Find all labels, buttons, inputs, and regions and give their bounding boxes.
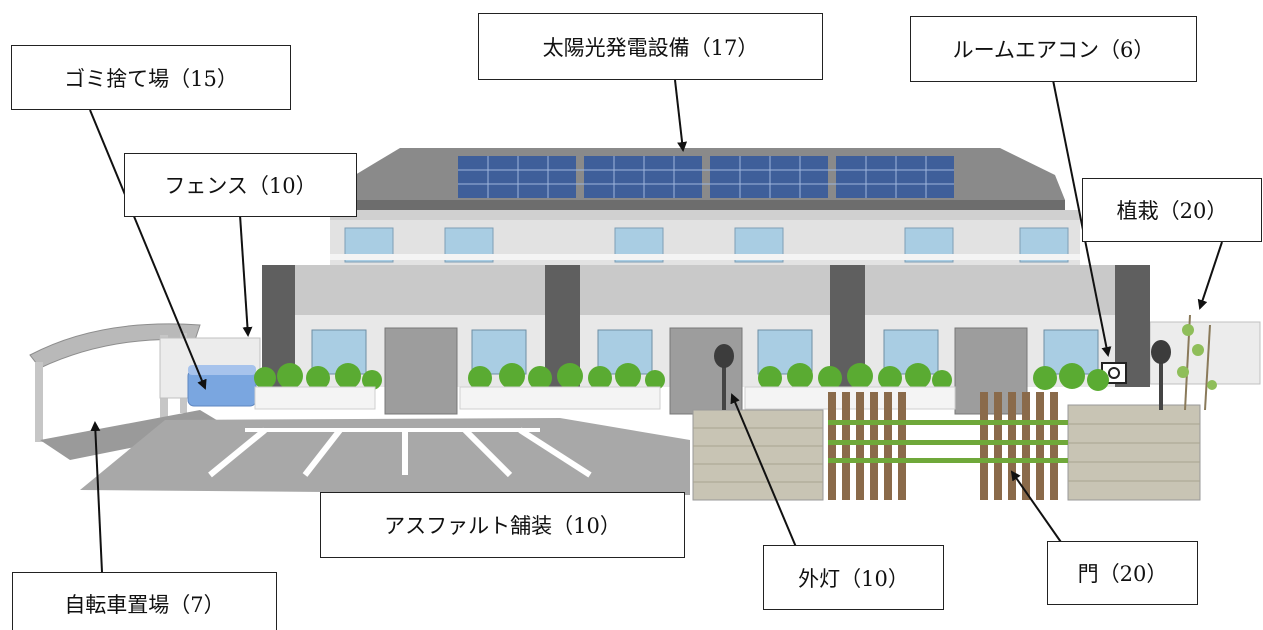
planting-tree [1177,314,1217,411]
second-floor [330,210,1080,268]
garbage-station [187,365,257,407]
label-fence: フェンス（10） [124,153,357,217]
label-garbage: ゴミ捨て場（15） [11,45,291,110]
label-solar: 太陽光発電設備（17） [478,13,823,80]
wooden-gate [828,392,1068,500]
first-floor [262,265,1150,415]
label-bicycle: 自転車置場（7） [12,572,277,630]
outdoor-lights [714,340,1171,410]
label-aircon: ルームエアコン（6） [910,16,1197,82]
solar-panel-array [458,156,954,198]
label-light: 外灯（10） [763,545,944,610]
label-asphalt: アスファルト舗装（10） [320,492,685,558]
shrubs [254,363,1109,391]
label-planting: 植栽（20） [1082,178,1262,242]
asphalt-parking [80,418,690,495]
label-gate: 門（20） [1047,541,1198,605]
brick-walls [692,404,1201,501]
roof [345,148,1065,210]
